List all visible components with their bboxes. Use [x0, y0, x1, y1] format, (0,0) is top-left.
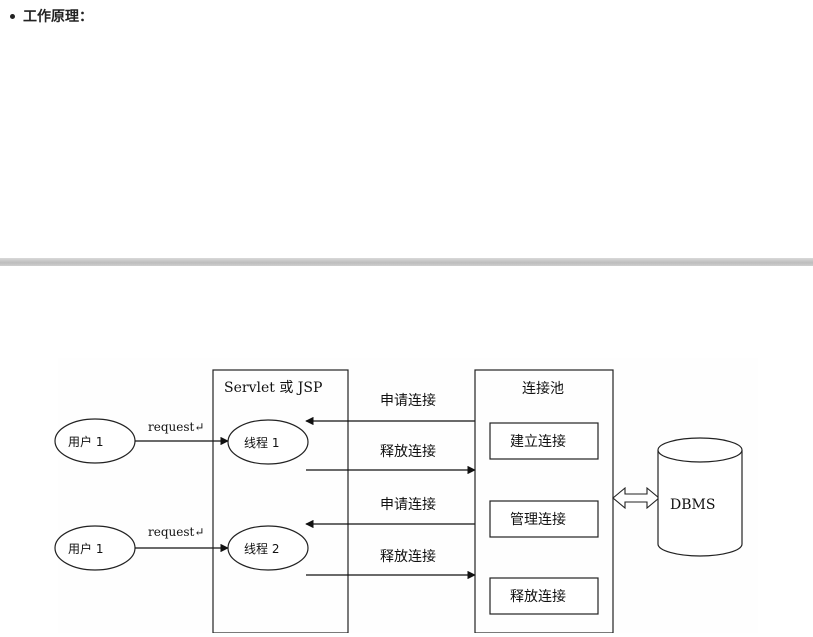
thread-node: 线程 2 [227, 525, 309, 571]
divider [0, 258, 813, 266]
section-heading: 工作原理： [10, 6, 93, 26]
thread-label: 线程 1 [244, 435, 279, 450]
bullet-icon [10, 13, 15, 19]
dbms-label: DBMS [670, 497, 715, 513]
thread-label: 线程 2 [244, 541, 279, 556]
database-cylinder-icon [657, 437, 743, 557]
pool-item-box [489, 577, 599, 615]
pool-item-label: 释放连接 [510, 588, 566, 605]
connection-pool-diagram: 用户 1 用户 1 request↵ request↵ Servlet 或 JS… [0, 358, 813, 634]
arrow-label: 释放连接 [380, 443, 436, 460]
request-label: request↵ [148, 420, 204, 434]
pool-item-label: 建立连接 [510, 433, 566, 450]
arrow-label: 释放连接 [380, 548, 436, 565]
section-heading-text: 工作原理： [23, 9, 93, 25]
arrow-label: 申请连接 [380, 392, 436, 409]
user-node: 用户 1 [54, 525, 136, 571]
arrow-label: 申请连接 [380, 496, 436, 513]
thread-node: 线程 1 [227, 419, 309, 465]
servlet-title: Servlet 或 JSP [224, 380, 322, 396]
pool-item-box [489, 422, 599, 460]
pool-item-box [489, 500, 599, 538]
connection-pool-title: 连接池 [522, 380, 564, 397]
request-label: request↵ [148, 525, 204, 539]
user-label: 用户 1 [68, 541, 103, 556]
user-node: 用户 1 [54, 418, 136, 464]
user-label: 用户 1 [68, 434, 103, 449]
pool-item-label: 管理连接 [510, 511, 566, 528]
